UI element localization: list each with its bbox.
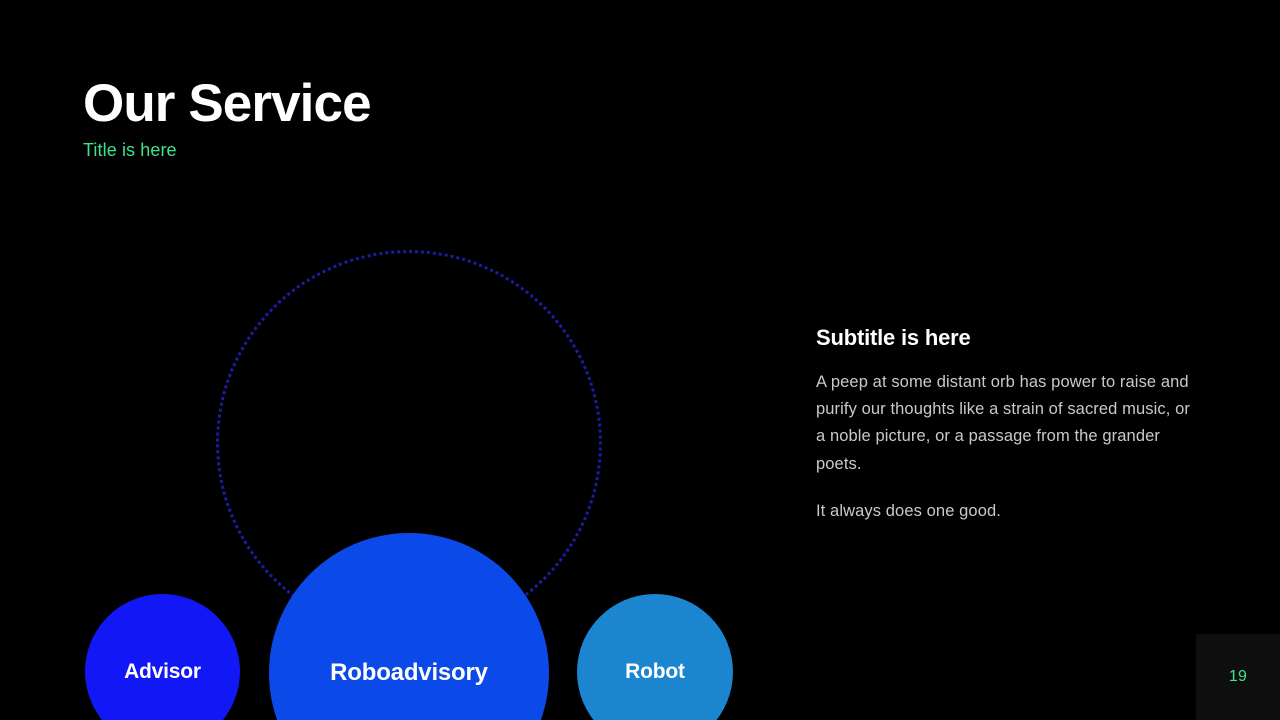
page-title: Our Service	[83, 74, 372, 133]
page-subtitle: Title is here	[83, 140, 177, 161]
diagram-node-roboadvisory-label: Roboadvisory	[330, 659, 488, 686]
info-panel-paragraph-2: It always does one good.	[816, 501, 1001, 520]
page-number: 19	[1228, 668, 1248, 685]
diagram-node-roboadvisory[interactable]: Roboadvisory	[269, 533, 549, 720]
diagram-node-advisor-label: Advisor	[124, 659, 201, 683]
diagram-node-advisor[interactable]: Advisor	[85, 594, 240, 720]
service-diagram: Advisor Roboadvisory Robot	[0, 232, 780, 720]
info-panel-title: Subtitle is here	[816, 325, 971, 350]
slide-header: Our Service Title is here	[83, 74, 372, 162]
diagram-node-robot[interactable]: Robot	[577, 594, 733, 720]
diagram-node-robot-label: Robot	[625, 660, 685, 683]
page-number-chip: 19	[1196, 634, 1280, 720]
info-panel-paragraph-1: A peep at some distant orb has power to …	[816, 373, 1190, 473]
info-panel: Subtitle is here A peep at some distant …	[816, 325, 1196, 525]
